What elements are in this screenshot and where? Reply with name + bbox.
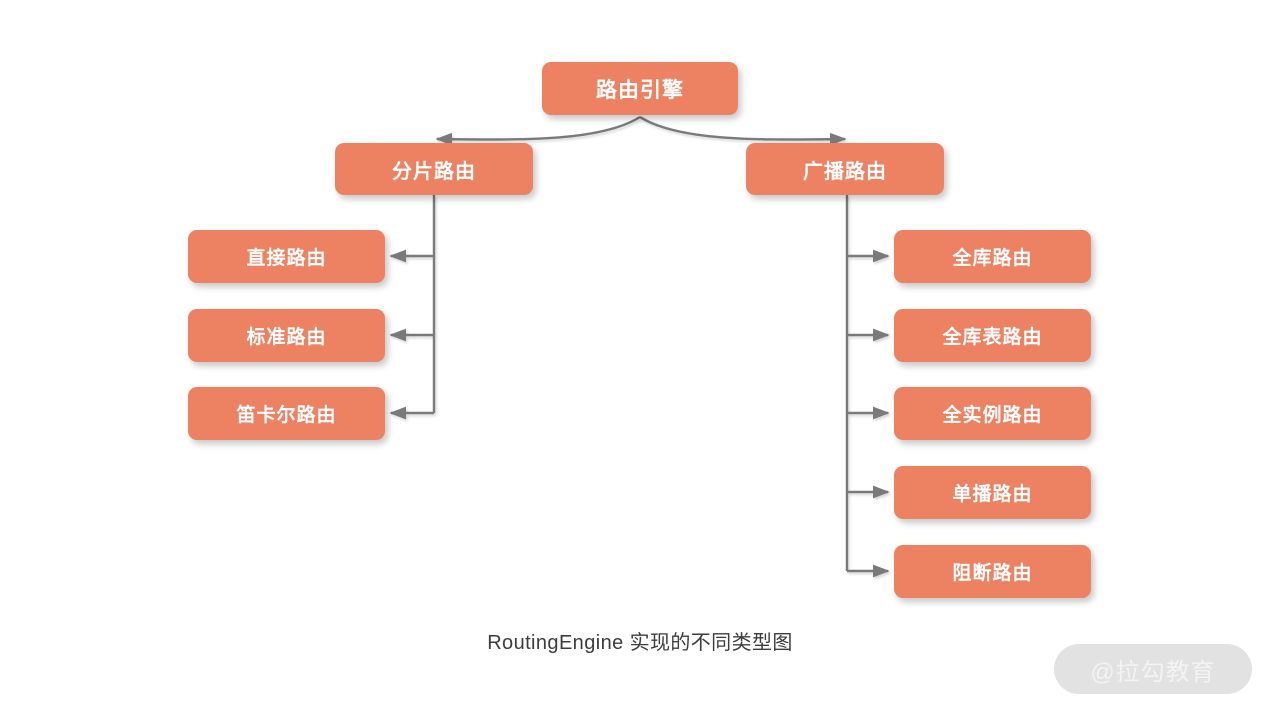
node-all-database-routing[interactable]: 全库路由 xyxy=(894,230,1091,283)
node-shard-routing[interactable]: 分片路由 xyxy=(335,143,533,195)
node-unicast-routing[interactable]: 单播路由 xyxy=(894,466,1091,519)
node-all-database-table-routing[interactable]: 全库表路由 xyxy=(894,309,1091,362)
diagram-caption: RoutingEngine 实现的不同类型图 xyxy=(487,632,793,654)
node-broadcast-routing[interactable]: 广播路由 xyxy=(746,143,944,195)
node-block-routing[interactable]: 阻断路由 xyxy=(894,545,1091,598)
edge-root-to-shard xyxy=(435,115,641,146)
node-direct-routing[interactable]: 直接路由 xyxy=(188,230,385,283)
edge-root-to-broadcast xyxy=(639,115,847,146)
node-routing-engine[interactable]: 路由引擎 xyxy=(542,62,738,115)
node-all-instance-routing[interactable]: 全实例路由 xyxy=(894,387,1091,440)
node-standard-routing[interactable]: 标准路由 xyxy=(188,309,385,362)
node-cartesian-routing[interactable]: 笛卡尔路由 xyxy=(188,387,385,440)
watermark-badge: @拉勾教育 xyxy=(1054,644,1252,694)
